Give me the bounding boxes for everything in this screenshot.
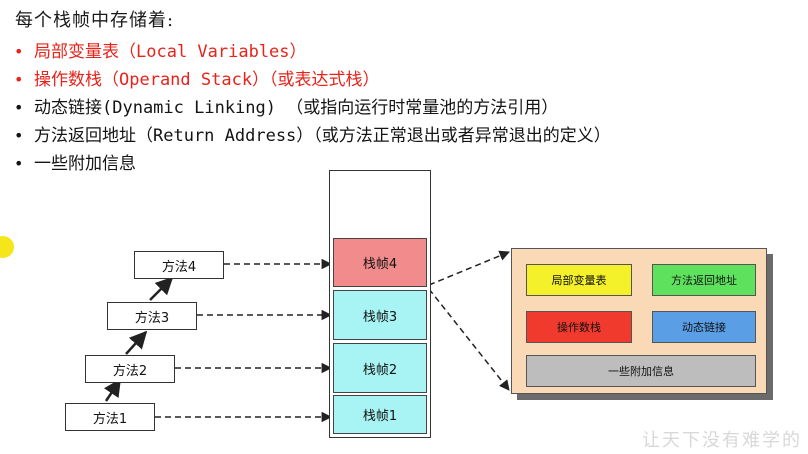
bullet-icon: • <box>14 154 24 173</box>
call-arrow-2-3 <box>125 330 148 355</box>
frame-contents-list: • 局部变量表（Local Variables） • 操作数栈（Operand … <box>14 38 611 178</box>
method-box-1: 方法1 <box>65 403 155 431</box>
watermark: 让天下没有难学的 <box>642 430 802 451</box>
frame-detail-panel: 局部变量表 方法返回地址 操作数栈 动态链接 一些附加信息 <box>511 248 767 394</box>
list-item-text: 动态链接(Dynamic Linking) （或指向运行时常量池的方法引用） <box>34 98 559 118</box>
list-item-dynamic-linking: • 动态链接(Dynamic Linking) （或指向运行时常量池的方法引用） <box>14 94 611 122</box>
detail-return-address: 方法返回地址 <box>652 264 756 296</box>
detail-extra-info: 一些附加信息 <box>526 355 756 387</box>
list-item-text: 操作数栈（Operand Stack）（或表达式栈） <box>34 70 380 90</box>
stack-frame-2: 栈帧2 <box>333 343 427 393</box>
detail-dynamic-linking: 动态链接 <box>652 311 756 343</box>
list-item-text: 一些附加信息 <box>34 154 136 174</box>
method-box-3: 方法3 <box>107 302 197 330</box>
bullet-icon: • <box>14 70 24 89</box>
detail-operand-stack: 操作数栈 <box>526 311 632 343</box>
stack-frame-3: 栈帧3 <box>333 290 427 340</box>
bullet-icon: • <box>14 42 24 61</box>
list-item-operand-stack: • 操作数栈（Operand Stack）（或表达式栈） <box>14 66 611 94</box>
list-item-text: 方法返回地址（Return Address）（或方法正常退出或者异常退出的定义） <box>34 126 611 146</box>
list-item-return-address: • 方法返回地址（Return Address）（或方法正常退出或者异常退出的定… <box>14 122 611 150</box>
method-box-2: 方法2 <box>85 355 175 383</box>
bullet-icon: • <box>14 126 24 145</box>
call-arrow-1-2 <box>103 378 122 402</box>
pointer-highlight-icon <box>0 236 14 258</box>
list-item-local-variables: • 局部变量表（Local Variables） <box>14 38 611 66</box>
method-box-4: 方法4 <box>134 251 224 279</box>
call-arrow-3-4 <box>149 276 174 301</box>
stack-frame-4: 栈帧4 <box>333 238 427 287</box>
list-item-text: 局部变量表（Local Variables） <box>34 42 307 62</box>
expand-line-bottom <box>428 288 510 391</box>
bullet-icon: • <box>14 98 24 117</box>
expand-line-top <box>428 250 510 286</box>
detail-local-variables: 局部变量表 <box>526 264 632 296</box>
page-heading: 每个栈帧中存储着: <box>15 10 175 31</box>
stack-frame-1: 栈帧1 <box>333 395 427 434</box>
list-item-extra-info: • 一些附加信息 <box>14 150 611 178</box>
